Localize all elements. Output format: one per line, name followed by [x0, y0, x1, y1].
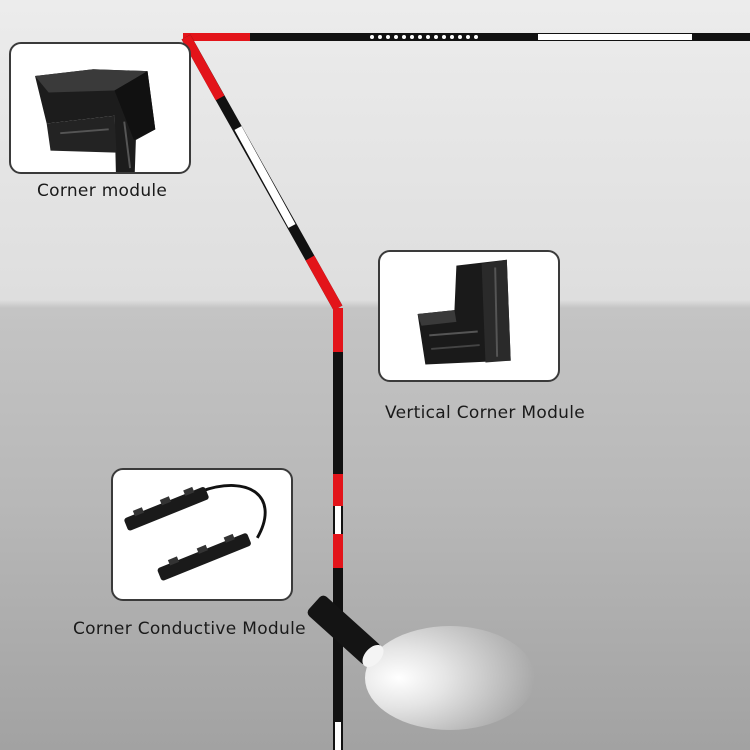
corner-conductive-module-card [111, 468, 293, 601]
vertical-corner-module-label: Vertical Corner Module [385, 403, 586, 423]
vertical-corner-module-icon [417, 259, 511, 365]
corner-conductive-module-label: Corner Conductive Module [73, 619, 306, 639]
corner-module-label: Corner module [37, 181, 168, 201]
corner-module-card [9, 42, 191, 174]
spotlight-icon [307, 595, 535, 730]
corner-module-icon [35, 69, 156, 172]
corner-conductive-module-icon [124, 484, 267, 581]
vertical-corner-module-card [378, 250, 560, 382]
diagonal-track [181, 34, 343, 311]
led-dot-strip [370, 35, 478, 39]
ceiling-track [183, 33, 750, 41]
